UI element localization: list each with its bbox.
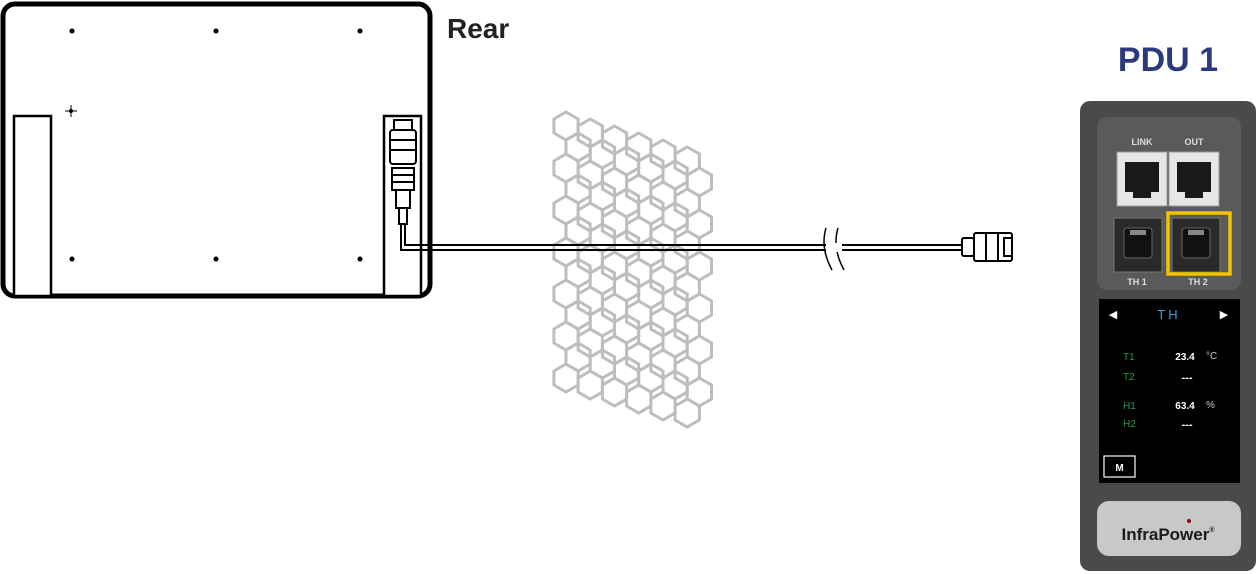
mount-hole <box>69 28 75 34</box>
cable-break-mark <box>823 227 833 271</box>
reading-row: H2 --- <box>1123 419 1193 431</box>
screen-mode-title: TH <box>1157 307 1180 322</box>
menu-button[interactable]: M <box>1103 455 1136 478</box>
screen-left-arrow-icon[interactable]: ◀ <box>1109 309 1118 321</box>
brand-logo: InfraPower® <box>1121 525 1215 544</box>
mount-hole <box>69 256 75 262</box>
mount-hole <box>357 256 363 262</box>
sensor-cable <box>400 224 1013 271</box>
reading-value: --- <box>1182 419 1193 431</box>
th1-port[interactable] <box>1113 217 1163 273</box>
crosshair-icon <box>65 105 77 117</box>
out-port[interactable] <box>1168 151 1220 207</box>
pdu-title: PDU 1 <box>1118 41 1218 79</box>
reading-label: T2 <box>1123 372 1135 383</box>
honeycomb-mesh <box>552 110 713 429</box>
th2-port-label: TH 2 <box>1188 277 1208 287</box>
reading-value: --- <box>1182 372 1193 384</box>
mesh-cell <box>600 376 629 408</box>
mesh-cell <box>576 369 604 401</box>
lcd-screen <box>1099 299 1240 483</box>
mesh-cell <box>625 383 653 415</box>
left-side-slot <box>12 114 53 298</box>
rear-label: Rear <box>447 13 509 44</box>
reading-row: T2 --- <box>1123 372 1193 384</box>
screen-right-arrow-icon[interactable]: ▶ <box>1220 309 1229 321</box>
reading-value: 23.4 <box>1175 352 1195 363</box>
th1-port-label: TH 1 <box>1127 277 1147 287</box>
status-led <box>1187 519 1191 523</box>
link-port[interactable] <box>1116 151 1168 207</box>
reading-unit: °C <box>1206 351 1217 362</box>
reading-unit: % <box>1206 400 1215 411</box>
rj-plug <box>961 232 1013 262</box>
mesh-cell <box>673 397 701 429</box>
monitor-frame <box>0 1 433 299</box>
th2-highlight-box <box>1166 211 1232 276</box>
mount-hole <box>357 28 363 34</box>
menu-button-label: M <box>1115 463 1123 474</box>
mesh-cell <box>552 362 580 394</box>
reading-label: H2 <box>1123 419 1136 430</box>
mount-hole <box>213 256 219 262</box>
pdu-unit: LINK OUT TH 1 TH 2 ◀ TH ▶ <box>1080 101 1256 571</box>
reading-label: T1 <box>1123 352 1135 363</box>
mounting-holes <box>69 28 363 262</box>
reading-label: H1 <box>1123 401 1136 412</box>
monitor-rear <box>0 1 433 299</box>
th2-port[interactable] <box>1171 217 1221 273</box>
mesh-cell <box>649 390 677 422</box>
out-port-label: OUT <box>1185 137 1205 147</box>
brand-panel <box>1097 501 1241 556</box>
reading-row: T1 23.4 °C <box>1123 351 1217 363</box>
reading-value: 63.4 <box>1175 401 1195 412</box>
link-port-label: LINK <box>1132 137 1153 147</box>
cable-connector <box>389 119 417 225</box>
reading-row: H1 63.4 % <box>1123 400 1215 412</box>
mount-hole <box>213 28 219 34</box>
